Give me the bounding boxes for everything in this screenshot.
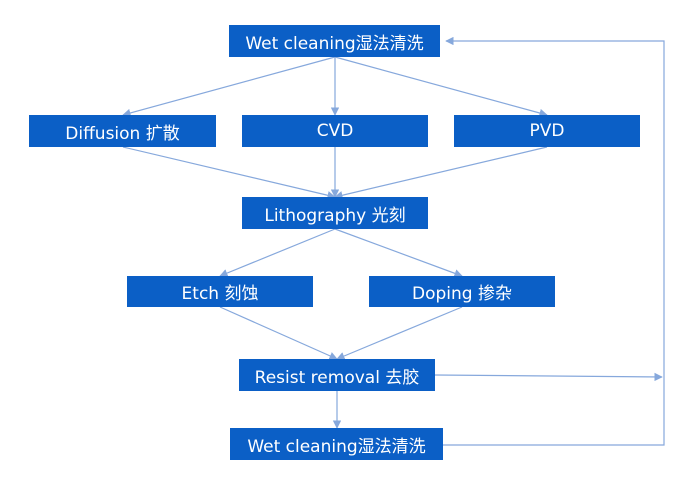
lithography-box: Lithography 光刻 — [242, 197, 428, 229]
doping-box: Doping 掺杂 — [369, 276, 555, 307]
arrow-lithography-to-etch — [219, 228, 336, 278]
wet-cleaning-top-box: Wet cleaning湿法清洗 — [229, 25, 440, 57]
arrow-lithography-to-doping — [334, 228, 463, 278]
arrow-wet-to-pvd — [334, 56, 548, 118]
wet-cleaning-bottom-box: Wet cleaning湿法清洗 — [230, 428, 443, 460]
arrow-pvd-to-lithography — [334, 146, 548, 200]
resist-removal-box: Resist removal 去胶 — [239, 359, 435, 391]
arrow-diffusion-to-lithography — [122, 146, 336, 200]
arrow-doping-to-resist-removal — [336, 306, 463, 360]
arrow-etch-to-resist-removal — [219, 306, 338, 360]
arrow-resist-to-loop — [434, 372, 663, 382]
arrow-wet-to-diffusion — [122, 56, 336, 118]
pvd-box: PVD — [454, 115, 640, 147]
cvd-box: CVD — [242, 115, 428, 147]
etch-box: Etch 刻蚀 — [127, 276, 313, 307]
loop-back-connector — [443, 36, 665, 446]
diffusion-box: Diffusion 扩散 — [29, 115, 216, 147]
